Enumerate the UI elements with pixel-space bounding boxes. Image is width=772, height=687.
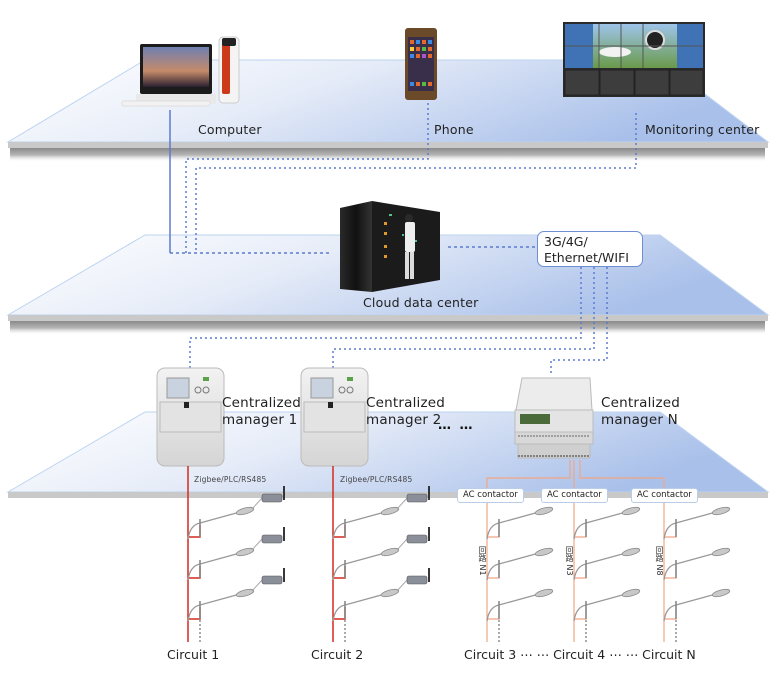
street-lamp-icon [663, 588, 731, 622]
wireless-node-icon [251, 486, 285, 510]
wireless-node-icon [396, 527, 430, 551]
phone-label: Phone [434, 122, 474, 137]
ac-contactor-1: AC contactor [457, 488, 524, 503]
cloud-data-center-icon [340, 201, 440, 292]
network-line-2: Ethernet/WIFI [544, 250, 629, 265]
manager-n-label: Centralized manager N [601, 395, 680, 429]
contactor-continuations [498, 620, 677, 642]
centralized-manager-n-icon [514, 377, 594, 459]
street-lamp-icon [663, 506, 731, 540]
computer-label: Computer [198, 122, 262, 137]
loop-label-n1: 回路 N1 [478, 546, 487, 576]
manager2-link [332, 267, 595, 368]
street-lamp-icon [332, 547, 400, 581]
street-lamp-icon [187, 506, 255, 540]
street-lamp-icon [187, 547, 255, 581]
street-lamp-icon [486, 506, 554, 540]
street-lamp-icon [573, 547, 641, 581]
protocol-label-1: Zigbee/PLC/RS485 [194, 475, 267, 484]
circuit-3-to-n-label: Circuit 3 ⋯ ⋯ Circuit 4 ⋯ ⋯ Circuit N [464, 647, 696, 662]
cloud-data-center-label: Cloud data center [363, 295, 479, 310]
manager-n-label-line-1: Centralized [601, 395, 681, 411]
monitoring-center-icon [563, 22, 705, 97]
wireless-node-icon [251, 527, 285, 551]
street-lamp-icon [332, 506, 400, 540]
manager-2-label-line-1: Centralized [366, 395, 446, 411]
phone-icon [405, 28, 437, 100]
ac-contactor-2: AC contactor [541, 488, 608, 503]
managerN-link [550, 267, 608, 375]
centralized-manager-2-icon [300, 367, 369, 467]
street-lamp-icon [187, 588, 255, 622]
network-links [169, 103, 637, 375]
loop-label-n3: 回路 N3 [565, 546, 574, 576]
phone-link [185, 103, 429, 253]
monitoring-center-label: Monitoring center [645, 122, 760, 137]
street-lamp-icon [663, 547, 731, 581]
street-lamp-icon [486, 547, 554, 581]
circuit-1-label: Circuit 1 [167, 647, 220, 662]
monitoring-link [195, 113, 637, 253]
ac-contactor-3: AC contactor [631, 488, 698, 503]
computer-icon [121, 36, 240, 107]
street-lamps [187, 506, 731, 622]
manager-1-label-line-2: manager 1 [222, 412, 298, 428]
manager-2-label-line-2: manager 2 [366, 412, 442, 428]
street-lamp-icon [573, 506, 641, 540]
network-box: 3G/4G/ Ethernet/WIFI [537, 231, 643, 267]
street-lamp-icon [486, 588, 554, 622]
wireless-node-icon [396, 486, 430, 510]
manager-2-label: Centralized manager 2 [366, 395, 445, 429]
manager-n-label-line-2: manager N [601, 412, 678, 428]
protocol-label-2: Zigbee/PLC/RS485 [340, 475, 413, 484]
manager1-link [189, 267, 582, 368]
street-lamp-icon [573, 588, 641, 622]
manager-1-label: Centralized manager 1 [222, 395, 301, 429]
centralized-manager-1-icon [156, 367, 225, 467]
street-lamp-icon [332, 588, 400, 622]
wireless-node-icon [396, 568, 430, 592]
network-line-1: 3G/4G/ [544, 234, 588, 249]
wireless-nodes [251, 486, 430, 592]
loop-label-n8: 回路 N8 [655, 546, 664, 576]
managers-ellipsis: … … [438, 418, 475, 433]
wireless-node-icon [251, 568, 285, 592]
manager-1-label-line-1: Centralized [222, 395, 302, 411]
circuit-2-label: Circuit 2 [311, 647, 364, 662]
